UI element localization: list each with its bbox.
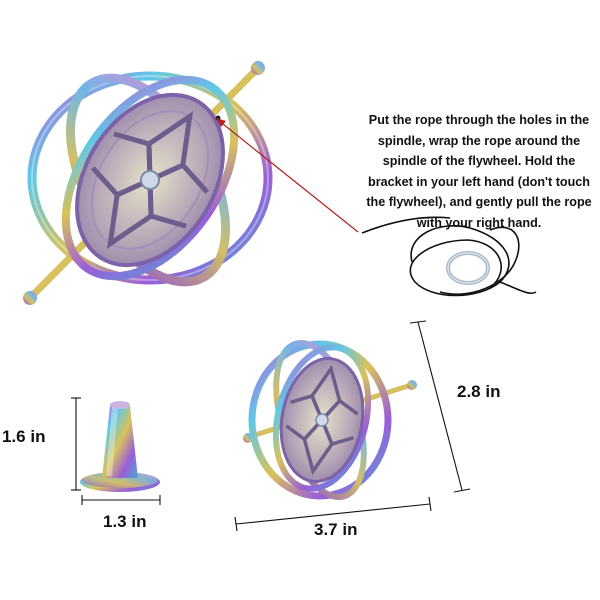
rope-illustration — [361, 216, 537, 297]
instruction-line: spindle, wrap the rope around the — [377, 133, 581, 148]
small-gyroscope — [243, 340, 417, 500]
usage-instructions: Put the rope through the holes in the sp… — [356, 110, 600, 233]
stand-base-label: 1.3 in — [103, 512, 147, 531]
instruction-line: the flywheel), and gently pull the rope — [366, 195, 592, 209]
instruction-line: spindle of the flywheel. Hold the — [382, 154, 576, 168]
stand-base-dimension — [81, 495, 161, 505]
instruction-line: with your right hand. — [416, 215, 542, 230]
gyro-width-label: 3.7 in — [314, 520, 358, 539]
gyro-width-dimension — [234, 496, 432, 532]
gyro-stand — [80, 401, 160, 492]
instruction-line: Put the rope through the holes in the — [368, 113, 590, 127]
gyro-height-label: 2.8 in — [457, 382, 501, 401]
gyro-height-dimension — [409, 320, 471, 493]
large-gyroscope — [23, 61, 273, 305]
instruction-line: bracket in your left hand (don't touch — [368, 174, 590, 189]
stand-height-dimension — [71, 397, 81, 491]
stand-height-label: 1.6 in — [2, 427, 46, 446]
pointer-line — [217, 119, 359, 233]
